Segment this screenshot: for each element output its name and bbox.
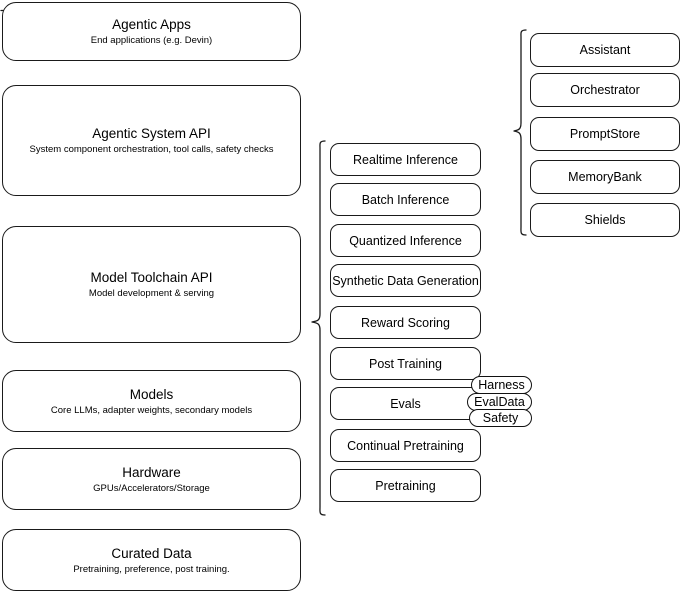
layer-title: Agentic System API <box>92 126 211 141</box>
badge-label: EvalData <box>474 395 525 409</box>
badge-harness[interactable]: Harness <box>471 376 532 394</box>
component-evals[interactable]: Evals <box>330 387 481 420</box>
component-label: Synthetic Data Generation <box>332 273 479 288</box>
badge-label: Harness <box>478 378 525 392</box>
brace-toolchain-components <box>311 140 326 516</box>
layer-subtitle: Core LLMs, adapter weights, secondary mo… <box>50 404 253 416</box>
component-label: Orchestrator <box>570 83 640 97</box>
layer-title: Hardware <box>122 464 181 480</box>
badge-safety[interactable]: Safety <box>469 409 532 427</box>
layer-title: Model Toolchain API <box>90 270 213 285</box>
component-memorybank[interactable]: MemoryBank <box>530 160 680 194</box>
component-label: Evals <box>390 396 421 411</box>
layer-models[interactable]: Models Core LLMs, adapter weights, secon… <box>2 370 301 432</box>
component-label: MemoryBank <box>568 170 642 184</box>
component-label: Continual Pretraining <box>347 438 464 453</box>
component-continual-pretraining[interactable]: Continual Pretraining <box>330 429 481 462</box>
layer-title: Models <box>129 386 174 402</box>
component-pretraining[interactable]: Pretraining <box>330 469 481 502</box>
component-label: Realtime Inference <box>353 152 458 167</box>
component-label: Shields <box>584 213 626 227</box>
layer-agentic-system-api[interactable]: Agentic System API System component orch… <box>2 85 301 196</box>
layer-subtitle: End applications (e.g. Devin) <box>90 35 213 46</box>
layer-curated-data[interactable]: Curated Data Pretraining, preference, po… <box>2 529 301 591</box>
layer-hardware[interactable]: Hardware GPUs/Accelerators/Storage <box>2 448 301 510</box>
layer-subtitle: GPUs/Accelerators/Storage <box>93 482 210 494</box>
component-orchestrator[interactable]: Orchestrator <box>530 73 680 107</box>
component-realtime-inference[interactable]: Realtime Inference <box>330 143 481 176</box>
component-label: Pretraining <box>375 478 436 493</box>
component-label: Post Training <box>369 356 442 371</box>
layer-title: Curated Data <box>111 545 192 561</box>
layer-model-toolchain-api[interactable]: Model Toolchain API Model development & … <box>2 226 301 343</box>
layer-title: Agentic Apps <box>112 17 191 32</box>
component-batch-inference[interactable]: Batch Inference <box>330 183 481 216</box>
layer-subtitle: System component orchestration, tool cal… <box>29 144 274 155</box>
component-shields[interactable]: Shields <box>530 203 680 237</box>
badge-evaldata[interactable]: EvalData <box>467 393 532 411</box>
component-reward-scoring[interactable]: Reward Scoring <box>330 306 481 339</box>
component-post-training[interactable]: Post Training <box>330 347 481 380</box>
brace-agentic-components <box>513 29 527 236</box>
component-label: Reward Scoring <box>361 315 450 330</box>
component-label: PromptStore <box>569 127 641 141</box>
component-label: Assistant <box>579 43 631 57</box>
layer-agentic-apps[interactable]: Agentic Apps End applications (e.g. Devi… <box>2 2 301 61</box>
component-assistant[interactable]: Assistant <box>530 33 680 67</box>
badge-label: Safety <box>482 411 519 425</box>
component-promptstore[interactable]: PromptStore <box>530 117 680 151</box>
layer-subtitle: Model development & serving <box>88 288 215 299</box>
component-quantized-inference[interactable]: Quantized Inference <box>330 224 481 257</box>
component-label: Batch Inference <box>361 192 450 207</box>
component-label: Quantized Inference <box>349 233 462 248</box>
layer-subtitle: Pretraining, preference, post training. <box>73 563 230 575</box>
component-synthetic-data-generation[interactable]: Synthetic Data Generation <box>330 264 481 297</box>
